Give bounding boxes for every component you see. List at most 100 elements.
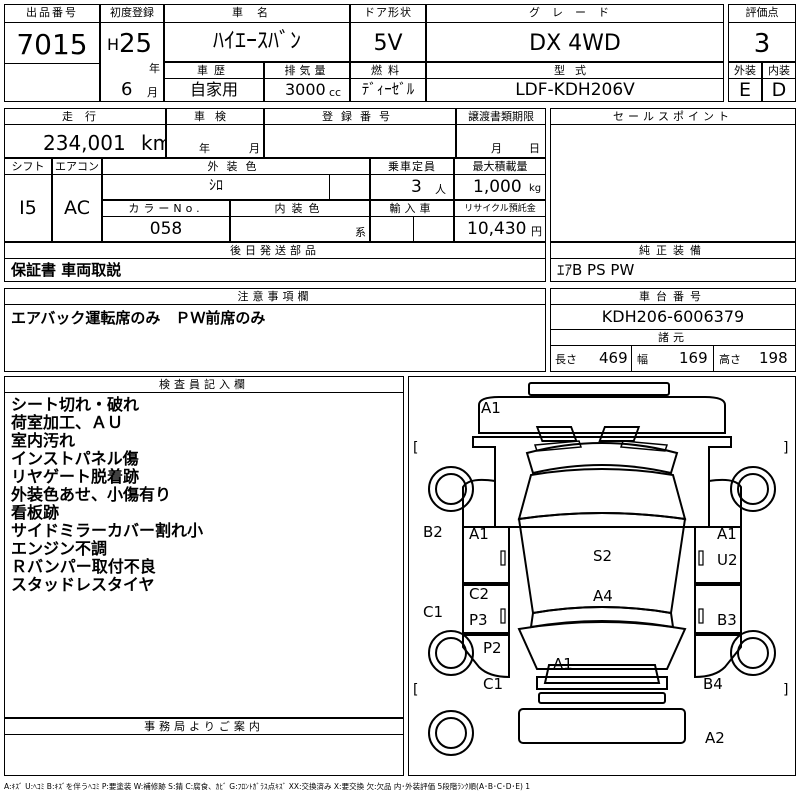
car-name-header: 車名: [232, 6, 282, 19]
inspector-note: サイドミラーカバー割れ小: [11, 521, 204, 540]
inspector-notes-box: 検査員記入欄 シート切れ・破れ 荷室加工、ＡＵ 室内汚れ インストパネル傷 リヤ…: [4, 376, 404, 718]
damage-code-right-quarter: B3: [717, 611, 737, 629]
inspector-note: 看板跡: [11, 503, 60, 522]
score-header: 評価点: [745, 6, 779, 19]
first-registration-box: 初度登録 H 25 年 6 月: [100, 4, 164, 102]
import-car-box: 輸入車: [370, 200, 454, 242]
km-unit: km: [141, 131, 173, 155]
mileage-value: 234,001: [43, 131, 126, 155]
inspection-header: 車検: [194, 110, 236, 123]
inspector-note: インストパネル傷: [11, 449, 139, 468]
air-conditioner-value: AC: [64, 197, 90, 219]
interior-color-unit: 系: [355, 226, 366, 239]
interior-color-header: 内装色: [274, 202, 326, 215]
recycle-deposit-box: リサイクル預託金 10,430 円: [454, 200, 546, 242]
damage-code-left-front-door: A1: [469, 525, 489, 543]
fuel-header: 燃料: [371, 64, 405, 77]
color-number-box: カラーNo. 058: [102, 200, 230, 242]
bracket-left-top: [: [413, 440, 419, 456]
door-type-box: ドア形状 5V: [350, 4, 426, 62]
length-label: 長さ: [555, 353, 577, 366]
inspection-year-unit: 年: [199, 142, 210, 155]
dims-header: 諸元: [658, 331, 688, 344]
color-number-value: 058: [149, 219, 183, 239]
send-later-parts-box: 後日発送部品 保証書 車両取説: [4, 242, 546, 282]
damage-code-left-quarter: P2: [483, 639, 502, 657]
displacement-box: 排気量 3000 cc: [264, 62, 350, 102]
lot-number-box: 出品番号 7015: [4, 4, 100, 102]
inspector-notes-list: シート切れ・破れ 荷室加工、ＡＵ 室内汚れ インストパネル傷 リヤゲート脱着跡 …: [11, 396, 203, 594]
inspector-note: エンジン不調: [11, 539, 108, 558]
damage-code-roof: S2: [593, 547, 613, 565]
era-letter: H: [107, 35, 120, 54]
genuine-equipment-box: 純正装備 ｴｱB PS PW: [550, 242, 796, 282]
air-conditioner-box: エアコン AC: [52, 158, 102, 242]
color-number-header: カラーNo.: [128, 202, 204, 215]
car-damage-diagram: [ ] [ ] A1 B2 A1 C1 C2 P3 S2 A4 A1 U2 B3…: [408, 376, 796, 776]
score-box: 評価点 3: [728, 4, 796, 62]
shift-header: シフト: [11, 160, 45, 173]
inspector-note: Ｒバンパー取付不良: [11, 557, 156, 576]
recycle-deposit-header: リサイクル預託金: [464, 204, 536, 214]
height-label: 高さ: [719, 353, 741, 366]
lot-number-header: 出品番号: [26, 6, 78, 19]
displacement-value: 3000: [285, 80, 326, 99]
length-value: 469: [599, 349, 628, 367]
mileage-header: 走行: [62, 110, 108, 123]
damage-code-left-slide-door-p: P3: [469, 611, 488, 629]
damage-code-rear-bumper: A2: [705, 729, 725, 747]
inspector-note: シート切れ・破れ: [11, 395, 140, 414]
inspector-note: 室内汚れ: [11, 431, 76, 450]
lot-number-value: 7015: [16, 28, 88, 61]
history-box: 車歴 自家用: [164, 62, 264, 102]
width-label: 幅: [637, 353, 648, 366]
exterior-box: 外装 E: [728, 62, 762, 102]
registration-month: 6: [121, 79, 133, 100]
damage-legend: A:ｷｽﾞ U:ﾍｺﾐ B:ｷｽﾞを伴うﾍｺﾐ P:要塗装 W:補修跡 S:錆 …: [4, 782, 531, 791]
capacity-value: 3: [411, 177, 422, 197]
score-value: 3: [753, 29, 771, 59]
height-value: 198: [759, 349, 788, 367]
door-type-header: ドア形状: [364, 6, 412, 19]
mileage-box: 走行 234,001 km: [4, 108, 172, 158]
damage-code-rear-gate: A1: [553, 655, 573, 673]
exterior-color-value: ｼﾛ: [209, 178, 223, 194]
exterior-header: 外装: [734, 64, 756, 77]
inspector-note: スタッドレスタイヤ: [11, 575, 155, 594]
inspector-note: リヤゲート脱着跡: [11, 467, 140, 486]
interior-box: 内装 D: [762, 62, 796, 102]
exterior-color-box: 外装色 ｼﾛ: [102, 158, 370, 200]
max-load-box: 最大積載量 1,000 kg: [454, 158, 546, 200]
damage-code-left-rear-corner: C1: [483, 675, 504, 693]
damage-code-left-rocker: C1: [423, 603, 444, 621]
bracket-left-bottom: [: [413, 682, 419, 698]
year-unit: 年: [149, 62, 160, 75]
max-load-value: 1,000: [473, 177, 522, 197]
displacement-header: 排気量: [284, 64, 330, 77]
capacity-header: 乗車定員: [388, 160, 436, 173]
send-later-parts-value: 保証書 車両取説: [11, 261, 122, 279]
damage-code-rear-roof: A4: [593, 587, 613, 605]
shift-value: I5: [19, 197, 37, 219]
chassis-value: KDH206-6006379: [601, 307, 745, 326]
car-name-value: ﾊｲｴｰｽﾊﾞﾝ: [212, 29, 301, 54]
inspector-note: 外装色あせ、小傷有り: [11, 485, 172, 504]
inspection-box: 車検 年 月: [166, 108, 264, 158]
air-conditioner-header: エアコン: [55, 160, 99, 173]
interior-value: D: [771, 79, 787, 101]
chassis-header: 車台番号: [639, 290, 707, 303]
damage-code-right-front-door: A1: [717, 525, 737, 543]
history-value: 自家用: [189, 80, 238, 99]
fuel-value: ﾃﾞｨｰｾﾞﾙ: [361, 80, 415, 98]
door-type-value: 5V: [373, 31, 403, 56]
notes-box: 注意事項欄 エアバック運転席のみ ＰＷ前席のみ: [4, 288, 546, 372]
genuine-equipment-value: ｴｱB PS PW: [557, 261, 635, 279]
bracket-right-bottom: ]: [783, 682, 789, 698]
first-registration-header: 初度登録: [110, 6, 154, 19]
cc-unit: cc: [329, 86, 342, 99]
office-notice-box: 事務局よりご案内: [4, 718, 404, 776]
width-value: 169: [679, 349, 708, 367]
sales-points-header: セールスポイント: [613, 110, 733, 123]
transfer-month-unit: 月: [491, 142, 502, 155]
grade-header: グレード: [529, 6, 621, 19]
